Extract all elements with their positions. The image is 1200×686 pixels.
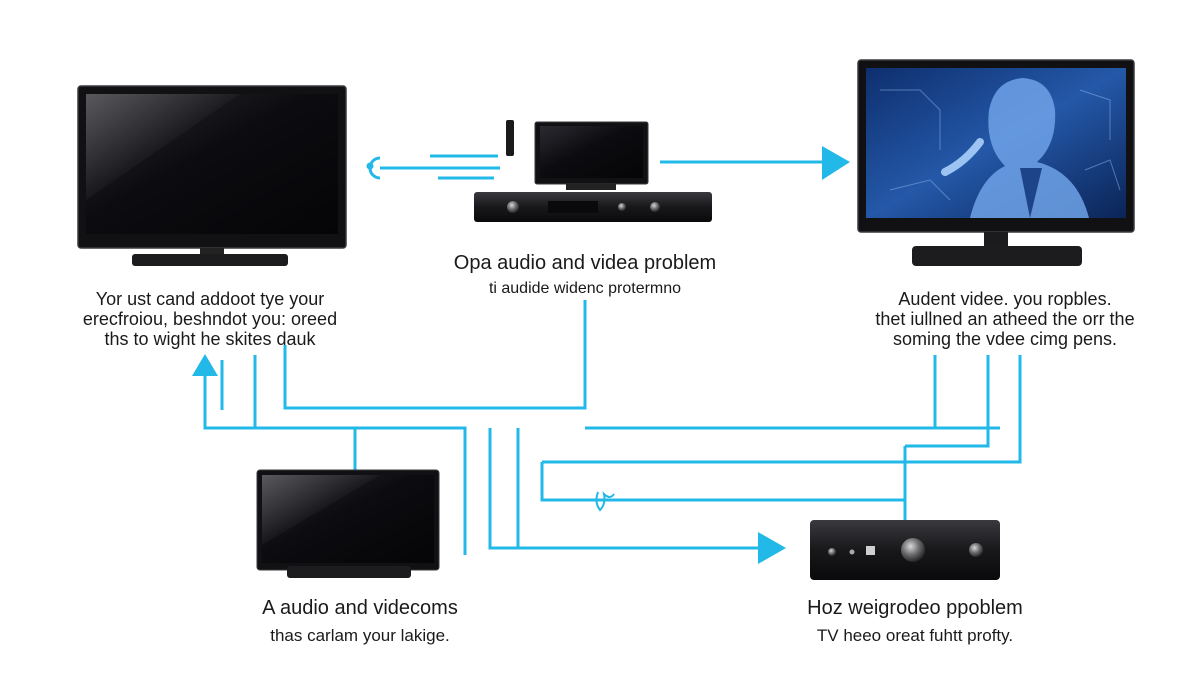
caption-line: Audent videe. you ropbles.	[898, 289, 1112, 309]
receiver-bottom-right-caption: Hoz weigrodeo ppoblem TV heeo oreat fuht…	[745, 597, 1085, 646]
caption-line: soming the vdee cimg pens.	[892, 328, 1118, 349]
tv-bottom-left-caption: A audio and videcoms thas carlam your la…	[200, 597, 520, 646]
tv-screen-glare	[262, 475, 380, 545]
caption-subtitle: thas carlam your lakige.	[270, 626, 450, 645]
receiver-button-icon	[828, 548, 836, 556]
caption-line: Yor ust cand addoot tye your	[95, 289, 325, 309]
player-top-center-caption: Opa audio and videa problem ti audide wi…	[420, 252, 750, 298]
connector-line	[203, 372, 467, 555]
caption-line: ths to wight he skites dauk	[104, 328, 316, 349]
tv-neck	[200, 248, 224, 256]
tv-top-left-caption: Yor ust cand addoot tye your erecfroiou,…	[40, 289, 380, 349]
caption-line: erecfroiou, beshndot you: oreed	[82, 308, 338, 329]
player-display	[548, 201, 598, 213]
connector-line	[540, 462, 907, 520]
player-button-icon	[650, 202, 660, 212]
connector-line	[488, 428, 760, 550]
tv-top-left	[77, 85, 347, 266]
receiver-bottom-right	[810, 520, 1000, 580]
caption-title: Opa audio and videa problem	[453, 252, 717, 274]
player-button-icon	[618, 203, 626, 211]
tv-bottom-left	[256, 469, 440, 578]
caption-subtitle: ti audide widenc protermno	[488, 280, 682, 297]
connector-line	[933, 355, 1000, 430]
cable-knot-icon	[595, 490, 615, 512]
tv-stand	[287, 566, 411, 578]
video-person-icon	[941, 78, 1089, 218]
connector-arrows	[192, 146, 850, 564]
caption-subtitle: TV heeo oreat fuhtt profty.	[816, 626, 1014, 645]
monitor-stand	[566, 184, 616, 190]
plug-icon-dot	[366, 162, 374, 170]
arrow-head-up	[192, 354, 218, 376]
receiver-port	[866, 546, 875, 555]
connector-lines	[203, 154, 1022, 555]
connector-line	[905, 355, 990, 448]
caption-line: thet iullned an atheed the orr the	[875, 308, 1135, 329]
caption-title: A audio and videcoms	[262, 597, 458, 619]
arrow-head-right	[758, 532, 786, 564]
antenna-icon	[506, 120, 514, 156]
connector-line	[542, 355, 1022, 464]
player-knob-icon	[507, 201, 519, 213]
receiver-knob-icon	[969, 543, 983, 557]
caption-title: Hoz weigrodeo ppoblem	[807, 597, 1023, 619]
receiver-knob-icon	[901, 538, 925, 562]
arrow-head-right	[822, 146, 850, 180]
tv-stand	[912, 246, 1082, 266]
tv-top-right-caption: Audent videe. you ropbles. thet iullned …	[840, 289, 1170, 349]
player-top-center	[474, 120, 712, 222]
monitor-screen	[540, 126, 643, 178]
tv-top-right	[857, 59, 1135, 266]
tv-stand	[132, 254, 288, 266]
connector-line	[283, 300, 587, 410]
video-overlay-lines	[880, 89, 1121, 201]
receiver-led-icon	[849, 549, 855, 555]
tv-screen-glare	[86, 94, 240, 200]
tv-neck	[984, 232, 1008, 248]
